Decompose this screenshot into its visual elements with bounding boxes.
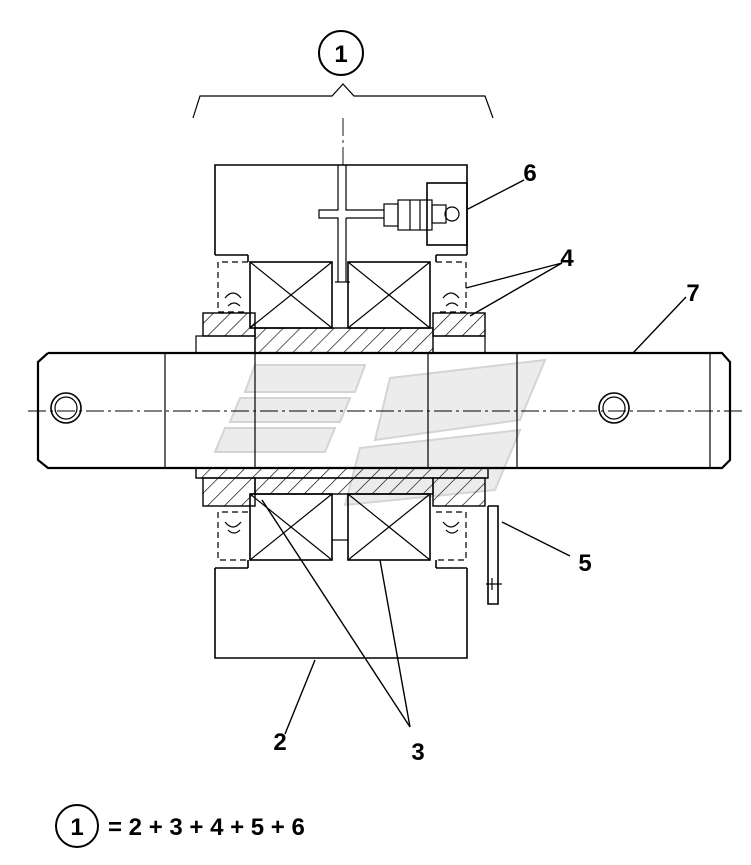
housing-upper: [214, 164, 468, 262]
lower-bearings: [249, 493, 431, 561]
callout-bracket: 5: [578, 550, 591, 577]
grease-nipple: [383, 182, 468, 246]
leader-lines: [261, 179, 687, 735]
callout-bearings: 3: [411, 739, 424, 766]
bracket: [486, 505, 502, 605]
upper-seals: [217, 261, 467, 313]
callout-housing: 2: [273, 729, 286, 756]
callout-seals: 4: [560, 245, 574, 272]
formula-text: = 2 + 3 + 4 + 5 + 6: [108, 814, 305, 841]
housing-lower: [214, 560, 468, 659]
callout-grease-nipple: 6: [523, 160, 536, 187]
upper-bearings: [249, 261, 431, 329]
formula: 1 = 2 + 3 + 4 + 5 + 6: [55, 804, 305, 848]
callout-shaft: 7: [686, 280, 699, 307]
lower-seals: [217, 511, 467, 561]
shaft: [28, 351, 745, 470]
svg-text:1: 1: [334, 41, 347, 68]
upper-sleeve: [195, 312, 486, 354]
lower-sleeve: [195, 467, 489, 507]
callout-assembly: 1: [318, 30, 364, 76]
formula-circle-number: 1: [70, 814, 83, 841]
assembly-bracket: [192, 83, 494, 168]
